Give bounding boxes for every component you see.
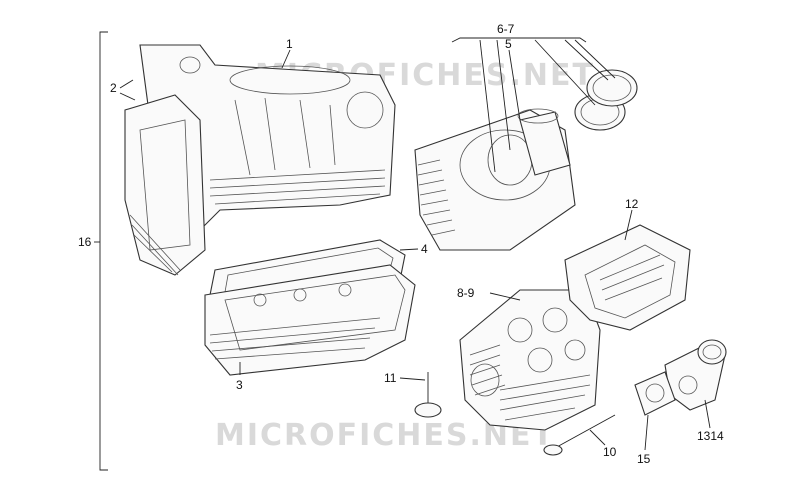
callout-3: 3 — [236, 378, 243, 392]
flange-gasket-part — [634, 371, 676, 416]
leader-13-14 — [704, 399, 711, 429]
leader-15 — [644, 414, 649, 451]
piston-part — [517, 108, 571, 176]
side-cover-part — [124, 94, 206, 276]
piston-rings-part — [574, 69, 638, 131]
leader-11 — [399, 377, 426, 381]
callout-15: 15 — [637, 452, 651, 466]
leader-6-7d — [564, 39, 609, 81]
callout-16: 16 — [78, 235, 92, 249]
callout-8-9: 8-9 — [457, 286, 475, 300]
callout-6-7: 6-7 — [497, 22, 515, 36]
bracket-6-7 — [451, 37, 587, 43]
cylinder-head-part — [459, 289, 601, 431]
callout-13-14: 1314 — [697, 429, 724, 443]
intake-manifold-part — [664, 339, 727, 411]
callout-11: 11 — [384, 371, 397, 385]
callout-2: 2 — [110, 81, 117, 95]
leader-4 — [399, 248, 419, 251]
leader-1 — [281, 49, 291, 69]
leader-2b — [119, 92, 136, 101]
oil-sump-part — [204, 264, 416, 376]
valve-cover-part — [564, 224, 691, 331]
callout-1: 1 — [286, 37, 293, 51]
callout-12: 12 — [625, 197, 639, 211]
group-bracket-16 — [99, 31, 108, 471]
leader-8-9 — [489, 292, 521, 301]
leader-6-7a — [479, 39, 496, 173]
callout-5: 5 — [505, 37, 512, 51]
intake-valve-part — [414, 372, 442, 418]
exhaust-valve-part — [543, 414, 616, 456]
leader-5 — [508, 49, 521, 121]
leader-10 — [589, 429, 606, 446]
leader-6-7b — [496, 39, 511, 151]
leader-6-7c — [534, 39, 596, 106]
callout-10: 10 — [603, 445, 617, 459]
leader-12 — [624, 209, 633, 241]
leader-6-7e — [574, 39, 616, 79]
leader-2a — [119, 79, 134, 89]
callout-4: 4 — [421, 242, 428, 256]
crankcase-part — [139, 44, 396, 236]
